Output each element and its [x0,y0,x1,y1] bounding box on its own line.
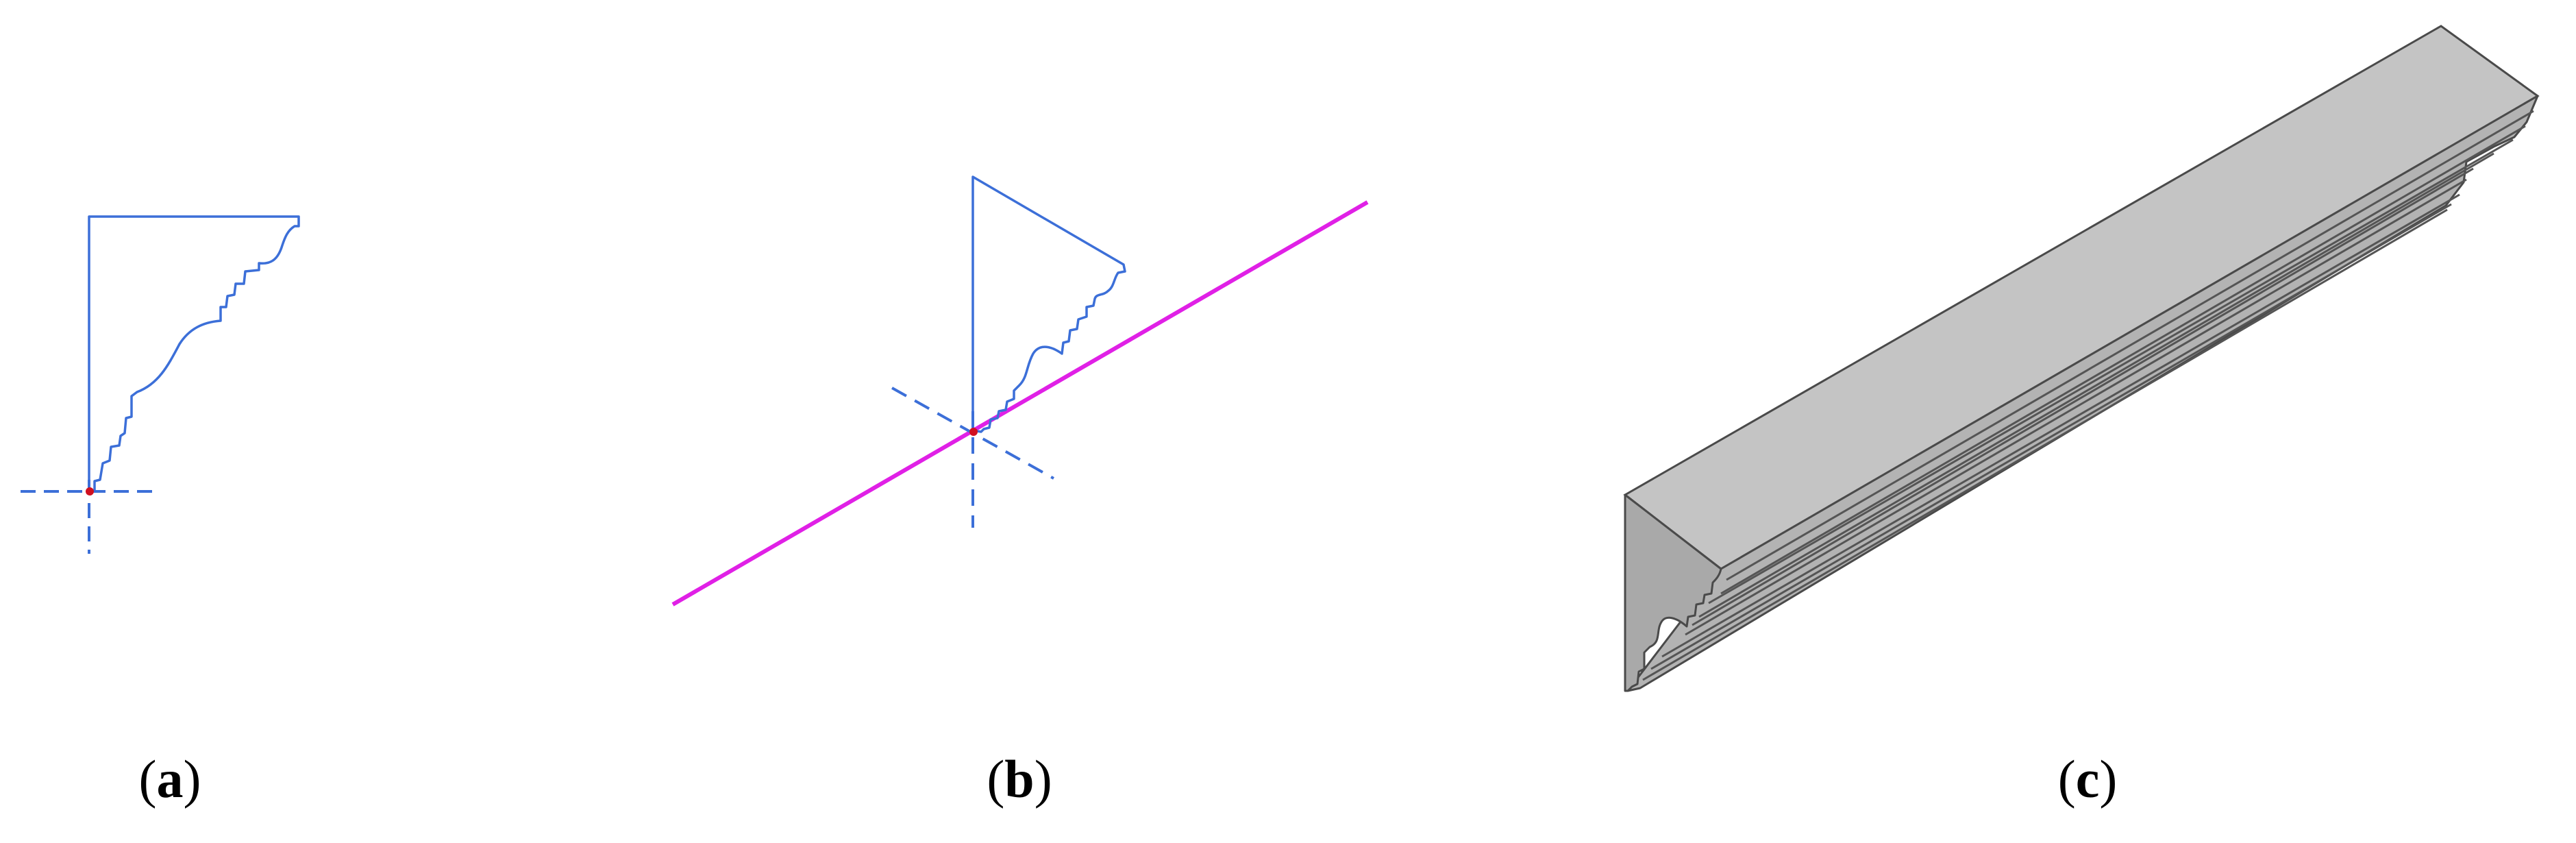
caption-c: (c) [2057,749,2118,809]
panel-a-profile-sketch [21,215,300,554]
panel-c-top-face [1623,25,2540,570]
caption-a-letter: a [156,749,184,809]
panel-b-sweep-path [671,200,1369,607]
panel-c-molding-grooves [1642,110,2534,681]
caption-c-letter: c [2075,749,2100,809]
caption-b: (b) [987,749,1052,809]
panel-a-molding-profile [88,215,300,491]
panel-b-profile-on-path [671,175,1369,607]
caption-b-letter: b [1004,749,1035,809]
caption-a: (a) [138,749,201,809]
panel-c-end-cap-face [1624,493,1722,692]
panel-c-swept-solid [1623,25,2540,692]
panel-b-molding-profile [971,175,1126,433]
panel-a-origin-point [86,487,94,496]
panel-b-origin-point [969,428,978,436]
